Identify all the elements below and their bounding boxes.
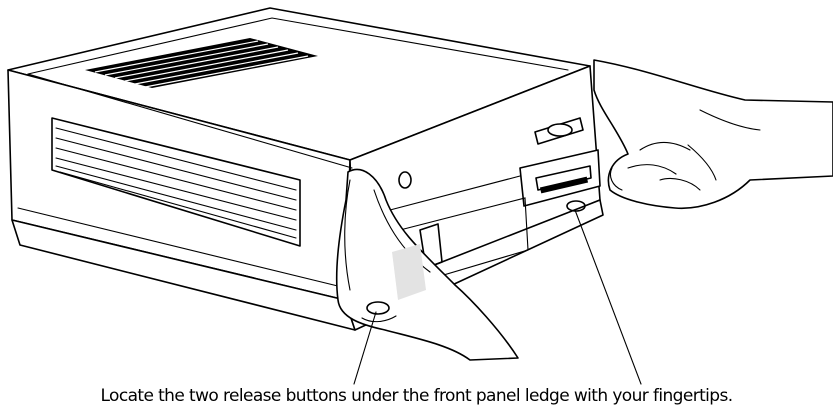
- right-hand: [594, 60, 833, 208]
- caption-text: Locate the two release buttons under the…: [0, 386, 833, 410]
